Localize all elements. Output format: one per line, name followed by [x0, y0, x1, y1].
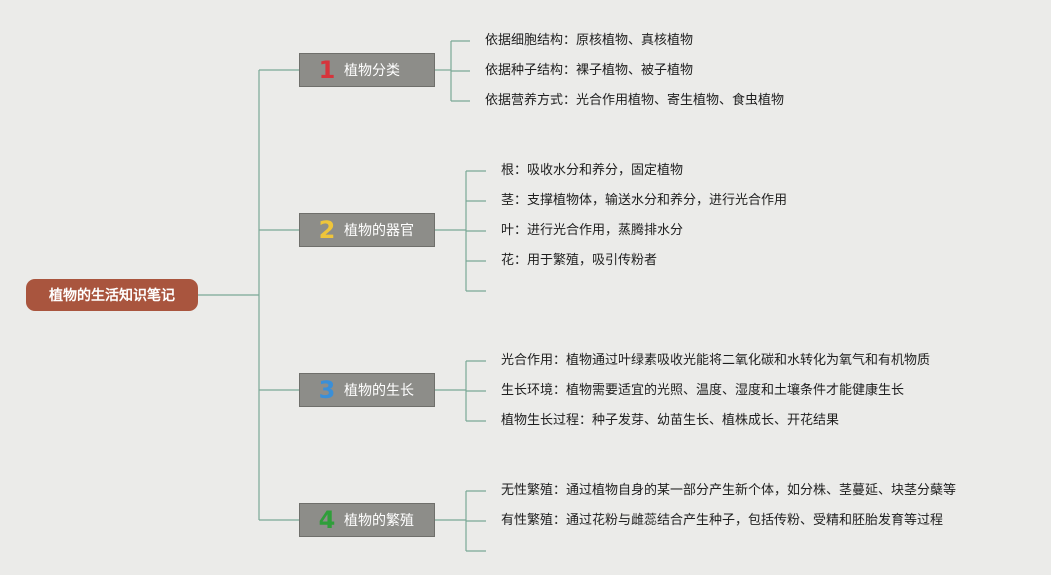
branch-number-1: 1 [318, 56, 336, 84]
leaf-1-1[interactable]: 依据细胞结构：原核植物、真核植物 [485, 33, 694, 48]
leaf-2-3[interactable]: 叶：进行光合作用，蒸腾排水分 [501, 223, 684, 238]
root-label: 植物的生活知识笔记 [49, 288, 175, 304]
leaf-3-2[interactable]: 生长环境：植物需要适宜的光照、温度、湿度和土壤条件才能健康生长 [501, 383, 905, 398]
branch-node-2[interactable]: 2 植物的器官 [299, 213, 435, 247]
branch-label-4: 植物的繁殖 [344, 513, 414, 529]
leaf-4-2[interactable]: 有性繁殖：通过花粉与雌蕊结合产生种子，包括传粉、受精和胚胎发育等过程 [501, 513, 944, 528]
leaf-2-1[interactable]: 根：吸收水分和养分，固定植物 [501, 163, 684, 178]
leaf-2-2[interactable]: 茎：支撑植物体，输送水分和养分，进行光合作用 [501, 193, 788, 208]
leaf-2-4[interactable]: 花：用于繁殖，吸引传粉者 [501, 253, 658, 268]
branch-number-3: 3 [318, 376, 336, 404]
branch-node-4[interactable]: 4 植物的繁殖 [299, 503, 435, 537]
branch-node-3[interactable]: 3 植物的生长 [299, 373, 435, 407]
leaf-3-1[interactable]: 光合作用：植物通过叶绿素吸收光能将二氧化碳和水转化为氧气和有机物质 [501, 353, 931, 368]
branch-node-1[interactable]: 1 植物分类 [299, 53, 435, 87]
root-node[interactable]: 植物的生活知识笔记 [26, 279, 198, 311]
leaf-4-1[interactable]: 无性繁殖：通过植物自身的某一部分产生新个体，如分株、茎蔓延、块茎分蘖等 [501, 483, 957, 498]
branch-number-2: 2 [318, 216, 336, 244]
leaf-1-3[interactable]: 依据营养方式：光合作用植物、寄生植物、食虫植物 [485, 93, 785, 108]
branch-label-3: 植物的生长 [344, 383, 414, 399]
branch-label-1: 植物分类 [344, 63, 400, 79]
leaf-3-3[interactable]: 植物生长过程：种子发芽、幼苗生长、植株成长、开花结果 [501, 413, 840, 428]
leaf-1-2[interactable]: 依据种子结构：裸子植物、被子植物 [485, 63, 694, 78]
branch-number-4: 4 [318, 506, 336, 534]
branch-label-2: 植物的器官 [344, 223, 414, 239]
